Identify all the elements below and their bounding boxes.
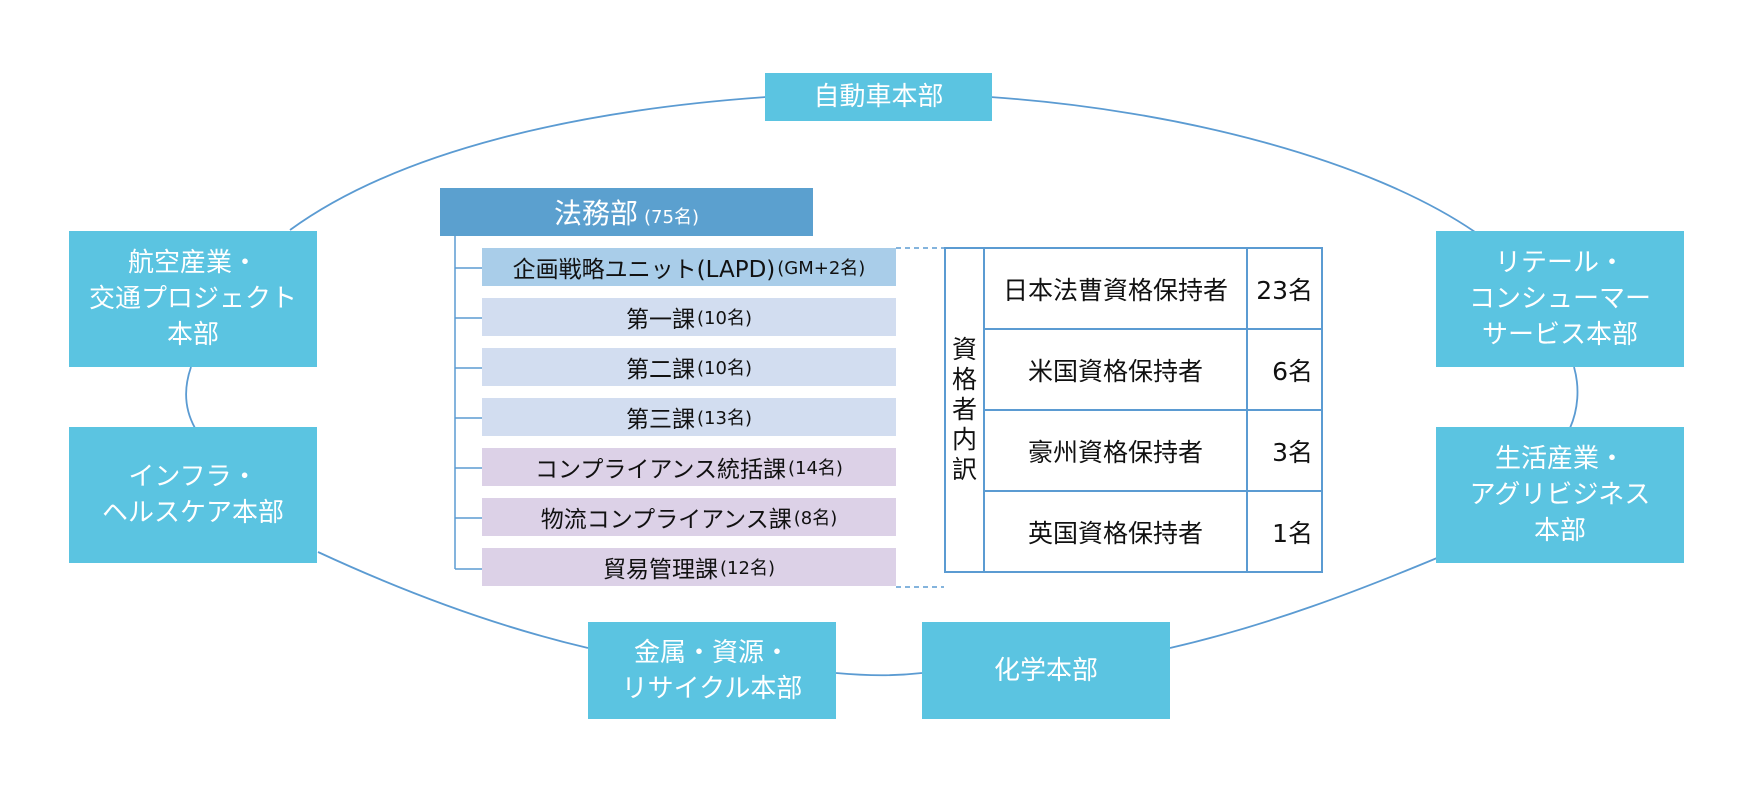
unit-count: (10名) — [697, 308, 752, 329]
division-label: 自動車本部 — [813, 82, 944, 112]
unit-count: (GM+2名) — [777, 258, 866, 279]
unit-name: 第一課 — [626, 307, 696, 333]
unit-logistics-compliance: 物流コンプライアンス課 (8名) — [482, 498, 896, 536]
division-label: リサイクル本部 — [621, 673, 803, 704]
division-chemicals: 化学本部 — [922, 622, 1170, 719]
qualification-name: 豪州資格保持者 — [983, 409, 1248, 492]
qualification-count: 6名 — [1246, 328, 1323, 411]
division-label: 金属・資源・ — [633, 637, 790, 668]
unit-section-1: 第一課 (10名) — [482, 298, 896, 336]
unit-count: (13名) — [697, 408, 752, 429]
qualification-row: 豪州資格保持者 3名 — [945, 409, 1323, 492]
division-retail: リテール・ コンシューマー サービス本部 — [1436, 231, 1684, 367]
qualification-name: 米国資格保持者 — [983, 328, 1248, 411]
legal-department-count: (75名) — [644, 207, 699, 228]
division-agribusiness: 生活産業・ アグリビジネス 本部 — [1436, 427, 1684, 563]
unit-section-2: 第二課 (10名) — [482, 348, 896, 386]
division-automotive: 自動車本部 — [765, 73, 992, 121]
unit-name: 物流コンプライアンス課 — [540, 507, 792, 533]
ring-top-right — [989, 96, 1476, 233]
qualification-label: 資格者内訳 — [944, 247, 985, 573]
ring-bottom-left — [317, 551, 589, 649]
division-label: アグリビジネス — [1469, 480, 1651, 510]
unit-count: (14名) — [787, 458, 843, 479]
division-label: 化学本部 — [993, 655, 1098, 686]
qualification-row: 資格者内訳 日本法曹資格保持者 23名 — [944, 247, 1323, 573]
qualification-row: 米国資格保持者 6名 — [945, 328, 1323, 411]
unit-count: (12名) — [720, 558, 775, 579]
division-label: 交通プロジェクト — [88, 284, 297, 314]
qualification-count: 1名 — [1246, 490, 1323, 573]
unit-section-3: 第三課 (13名) — [482, 398, 896, 436]
unit-count: (10名) — [697, 358, 752, 379]
division-label: 本部 — [166, 320, 219, 350]
division-metals: 金属・資源・ リサイクル本部 — [588, 622, 836, 719]
qualification-row: 英国資格保持者 1名 — [945, 490, 1323, 573]
division-label: インフラ・ — [128, 462, 258, 492]
division-infrastructure: インフラ・ ヘルスケア本部 — [69, 427, 317, 563]
division-label: サービス本部 — [1481, 320, 1638, 350]
ring-top-left — [289, 96, 768, 231]
ring-right — [1569, 366, 1579, 429]
division-label: ヘルスケア本部 — [101, 498, 284, 528]
division-label: リテール・ — [1494, 248, 1625, 278]
unit-compliance: コンプライアンス統括課 (14名) — [482, 448, 896, 486]
division-label: コンシューマー — [1468, 284, 1651, 314]
legal-department-header: 法務部 (75名) — [440, 188, 813, 236]
unit-name: 第二課 — [626, 357, 696, 383]
qualification-count: 3名 — [1246, 409, 1323, 492]
qualification-name: 日本法曹資格保持者 — [983, 247, 1248, 330]
division-label: 生活産業・ — [1494, 444, 1625, 474]
legal-department-name: 法務部 — [554, 197, 639, 230]
ring-bottom-right — [1169, 557, 1438, 649]
unit-count: (8名) — [793, 508, 838, 529]
unit-name: 第三課 — [626, 407, 696, 433]
qualification-name: 英国資格保持者 — [983, 490, 1248, 573]
unit-trade-control: 貿易管理課 (12名) — [482, 548, 896, 586]
qualification-label-text: 資格者内訳 — [952, 335, 978, 484]
qualification-count: 23名 — [1246, 247, 1323, 330]
unit-name: 貿易管理課 — [603, 557, 719, 583]
unit-name: 企画戦略ユニット(LAPD) — [512, 257, 776, 283]
division-label: 航空産業・ — [127, 248, 258, 278]
ring-bottom-center — [835, 672, 923, 677]
tree-branches — [455, 267, 482, 570]
division-aerospace: 航空産業・ 交通プロジェクト 本部 — [69, 231, 317, 367]
division-label: 本部 — [1533, 516, 1586, 546]
unit-planning-strategy: 企画戦略ユニット(LAPD) (GM+2名) — [482, 248, 896, 286]
qualification-table: 資格者内訳 日本法曹資格保持者 23名 米国資格保持者 6名 豪州資格保持者 3… — [944, 247, 1323, 573]
unit-name: コンプライアンス統括課 — [535, 457, 786, 483]
ring-left — [185, 366, 196, 429]
